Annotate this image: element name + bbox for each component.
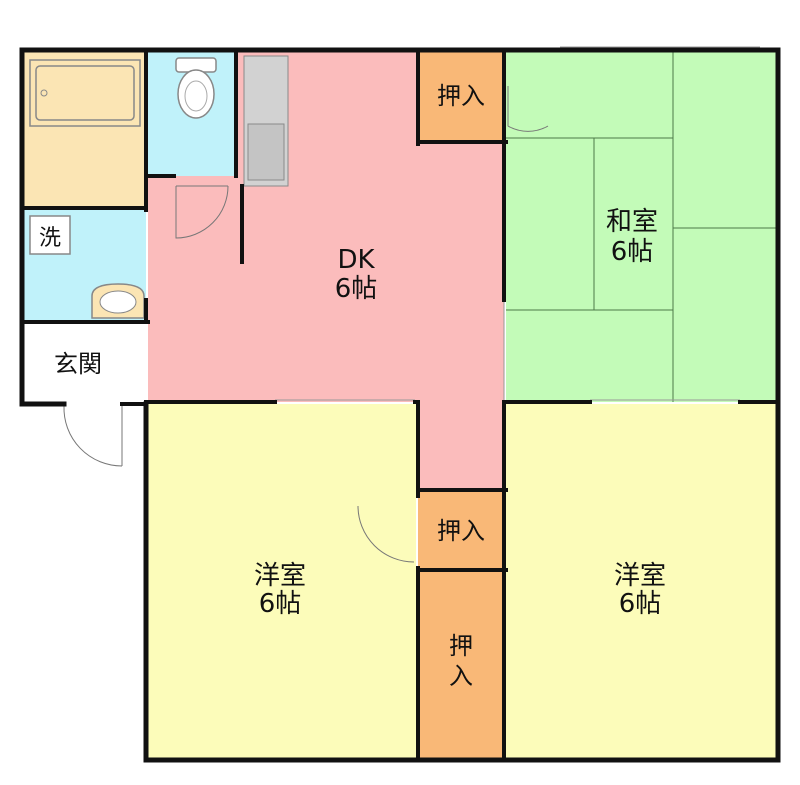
toilet-icon (175, 57, 217, 119)
yoshitsu-left-area (148, 404, 416, 758)
bathtub-icon (29, 59, 141, 127)
yoshitsu-right-size: 6帖 (619, 589, 662, 619)
kitchen-sink (247, 123, 285, 181)
oshiire-bottom-label-1: 押 (449, 632, 473, 660)
washitsu-size: 6帖 (611, 237, 654, 267)
tatami-lines (506, 52, 776, 402)
genkan-area (24, 324, 148, 402)
oshiire-bottom-label-2: 入 (449, 662, 473, 690)
dk-size: 6帖 (335, 274, 378, 304)
yoshitsu-right-area (506, 404, 776, 758)
walls (19, 47, 781, 763)
door-swings (63, 86, 549, 563)
oshiire-mid-area (418, 492, 504, 568)
oshiire-mid-label: 押入 (437, 517, 485, 545)
oshiire-top-area (418, 52, 504, 142)
yoshitsu-left-name: 洋室 (254, 561, 306, 591)
oshiire-top-label: 押入 (437, 82, 485, 110)
sentaku-label: 洗 (39, 226, 61, 251)
dk-name: DK (337, 245, 375, 275)
genkan-label: 玄関 (54, 350, 102, 378)
washitsu-name: 和室 (606, 207, 658, 237)
washer-box (29, 215, 71, 255)
yoshitsu-right-name: 洋室 (614, 561, 666, 591)
oshiire-bottom-area (418, 570, 504, 758)
yoshitsu-left-size: 6帖 (259, 589, 302, 619)
washitsu-area (506, 52, 776, 402)
washbasin-icon (91, 283, 145, 319)
